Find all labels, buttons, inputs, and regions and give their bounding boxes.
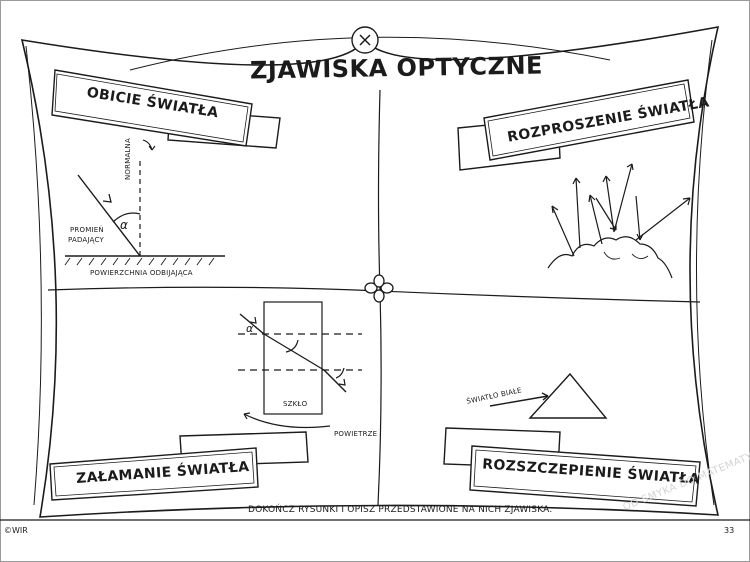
center-knot (364, 274, 394, 303)
page-title: ZJAWISKA OPTYCZNE (249, 51, 544, 85)
banner-scattering (457, 79, 695, 171)
glass-label: SZKŁO (283, 400, 308, 408)
reflection-angle-label: α (120, 218, 128, 232)
banner-reflection (51, 69, 281, 149)
refraction-angle-label: α (246, 322, 254, 335)
ray-label-line1: PROMIEŃ (70, 226, 104, 234)
refraction-diagram (238, 301, 362, 429)
surface-label: POWIERZCHNIA ODBIJAJĄCA (90, 269, 193, 277)
dispersion-diagram (489, 372, 608, 419)
page-number: 33 (724, 526, 735, 535)
banner-refraction (49, 431, 309, 501)
frame-inner-left (25, 45, 42, 506)
air-label: POWIETRZE (334, 430, 378, 438)
instruction-text: DOKOŃCZ RYSUNKI I OPISZ PRZEDSTAWIONE NA… (248, 505, 553, 515)
frame-inner-right (696, 39, 715, 506)
normal-label: NORMALNA (124, 138, 132, 180)
reflection-diagram (64, 139, 225, 266)
scattering-diagram (547, 163, 691, 279)
banner-dispersion (443, 427, 701, 507)
copyright-text: ©WIR (4, 526, 28, 535)
ray-label-line2: PADAJĄCY (68, 236, 104, 244)
